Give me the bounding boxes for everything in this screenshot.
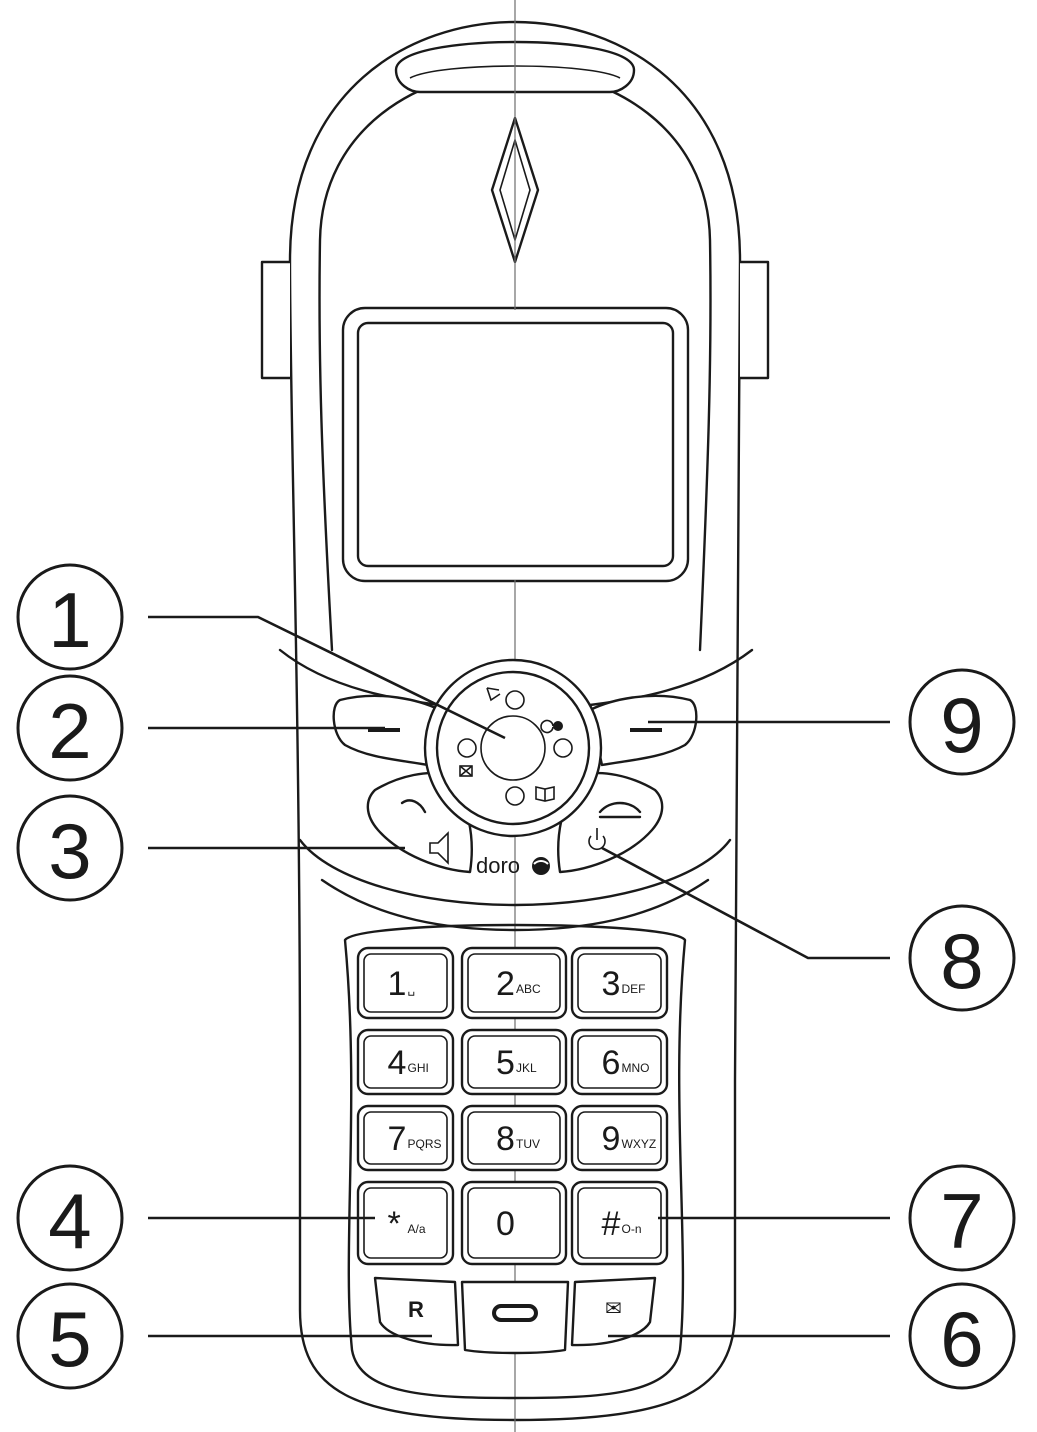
callout-circle-3 [16,794,124,902]
key-face [577,1187,662,1259]
keypad-surround [343,923,687,1400]
key-digit: 9 [602,1120,621,1158]
key-3[interactable] [570,946,669,1020]
key-digit: 4 [388,1044,407,1082]
callout-number-4: 4 [48,1177,91,1265]
key-4[interactable] [356,1028,455,1096]
key-face [467,1111,561,1165]
key-hash[interactable] [570,1180,669,1266]
nav-message-icon [459,765,473,777]
key-face [363,1187,448,1259]
key-5[interactable] [460,1028,568,1096]
key-letters: TUV [516,1137,540,1151]
key-letters: ABC [516,982,541,996]
callout-circle-9 [908,668,1016,776]
key-letters: A/a [408,1222,426,1236]
key-letters: MNO [622,1061,650,1075]
display-screen [356,321,675,568]
key-digit: 6 [602,1044,621,1082]
key-digit: 0 [496,1205,515,1243]
brand-text: doro [476,853,520,878]
key-face [577,1035,662,1089]
speaker-icon [429,831,449,865]
leader-1 [148,615,506,740]
key-8[interactable] [460,1104,568,1172]
nav-center-button[interactable] [480,715,546,781]
key-star[interactable] [356,1180,455,1266]
call-handset-icon [400,799,427,814]
key-9[interactable] [570,1104,669,1172]
nav-up[interactable] [505,690,525,710]
nav-phonebook-icon [535,786,555,802]
power-icon [588,835,606,851]
key-letters: WXYZ [622,1137,657,1151]
key-digit: * [388,1205,401,1243]
message-key[interactable] [570,1276,657,1347]
key-digit: 2 [496,965,515,1003]
nav-contrast-icon [540,719,554,734]
key-letters: JKL [516,1061,537,1075]
callout-number-5: 5 [48,1295,91,1383]
key-face [363,1035,448,1089]
key-letters: PQRS [408,1137,442,1151]
callouts: 1 2 3 4 5 6 7 8 9 [16,563,1016,1390]
callout-circle-7 [908,1164,1016,1272]
callout-number-6: 6 [940,1295,983,1383]
callout-number-1: 1 [48,576,91,664]
callout-circle-2 [16,674,124,782]
callout-number-3: 3 [48,807,91,895]
side-clip-right [740,260,770,380]
callout-circle-4 [16,1164,124,1272]
key-digit: # [602,1205,621,1243]
key-7[interactable] [356,1104,455,1172]
redial-key[interactable] [373,1276,460,1347]
key-digit: 8 [496,1120,515,1158]
key-face [467,1187,561,1259]
key-digit: 7 [388,1120,407,1158]
leader-8 [601,846,890,960]
key-letters: ␣ [408,982,416,996]
key-face [577,1111,662,1165]
callout-number-7: 7 [940,1177,983,1265]
callout-circle-6 [908,1282,1016,1390]
callout-circle-5 [16,1282,124,1390]
key-letters: O-n [622,1222,642,1236]
nav-call-log-icon [486,687,501,702]
callout-number-8: 8 [940,917,983,1005]
key-digit: 3 [602,965,621,1003]
callout-number-9: 9 [940,681,983,769]
end-handset-icon [598,801,642,814]
key-digit: 1 [388,965,407,1003]
nav-right[interactable] [553,738,573,758]
key-1[interactable] [356,946,455,1020]
key-letters: DEF [622,982,646,996]
key-6[interactable] [570,1028,669,1096]
message-key-label: ✉ [605,1296,622,1320]
key-face [363,953,448,1013]
key-face [467,1035,561,1089]
nav-ring-inner[interactable] [435,670,591,826]
brand-logo-icon [532,857,550,875]
intercom-key[interactable] [460,1280,570,1355]
key-face [363,1111,448,1165]
redial-key-label: R [408,1297,424,1322]
nav-left[interactable] [457,738,477,758]
key-digit: 5 [496,1044,515,1082]
key-face [577,953,662,1013]
key-face [467,953,561,1013]
side-clip-left [260,260,290,380]
intercom-icon [492,1304,538,1322]
key-letters: GHI [408,1061,429,1075]
callout-circle-8 [908,904,1016,1012]
callout-number-2: 2 [48,687,91,775]
callout-circle-1 [16,563,124,671]
key-0[interactable] [460,1180,568,1266]
nav-down[interactable] [505,786,525,806]
key-2[interactable] [460,946,568,1020]
